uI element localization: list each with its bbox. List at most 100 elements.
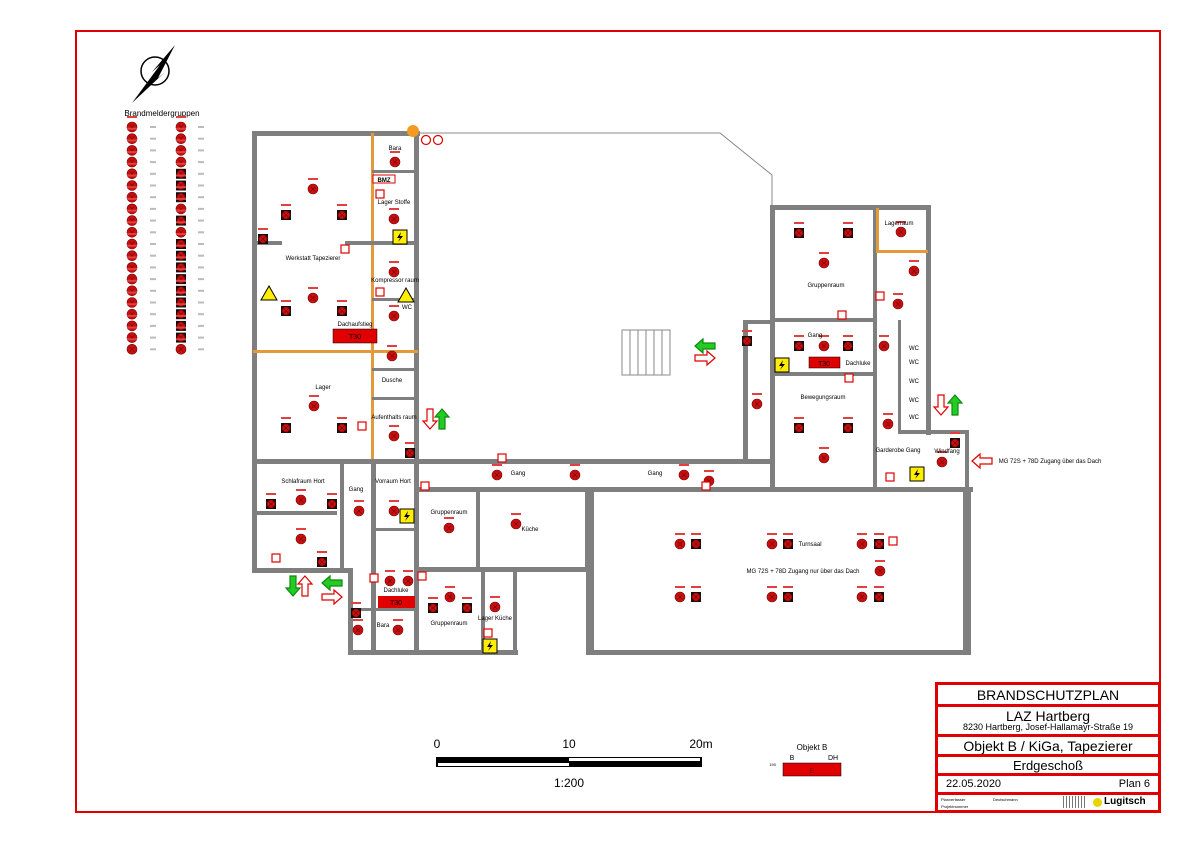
room-label: Dachluke [383,588,409,594]
planverfasser-label: Planverfasser [941,797,966,802]
company-name: Lugitsch [1104,796,1146,807]
site-address: 8230 Hartberg, Josef-Hallamayr-Straße 19 [962,722,1134,732]
fire-door-t30-1: T30 [332,328,378,344]
smoke-detector-icon [462,597,472,613]
alarm-horn-icon [357,421,367,431]
room-label: WC [402,305,413,311]
smoke-detector-icon [878,335,890,352]
manual-call-point-icon [420,134,432,146]
alarm-horn-icon [375,189,385,199]
smoke-detector-icon [691,586,701,602]
scale-ratio: 1:200 [554,776,584,790]
exit-arrow-up-icon [433,408,451,430]
smoke-detector-icon [388,261,400,278]
smoke-detector-icon [766,586,778,603]
smoke-detector-icon [491,464,503,481]
smoke-detector-icon [874,586,884,602]
smoke-detector-icon [266,493,276,509]
lugitsch-logo-icon [1093,798,1102,807]
room-label: Werkstatt Tapezierer [286,256,341,262]
exit-arrow-up-icon [946,394,964,416]
alarm-horn-icon [271,553,281,563]
access-note: MG 72S + 78D Zugang nur über das Dach [747,569,860,575]
room-label: Gruppenraum [430,621,467,627]
smoke-detector-icon [308,395,320,412]
smoke-detector-icon [351,602,361,618]
alarm-horn-icon [844,373,854,383]
smoke-detector-icon [307,178,319,195]
room-label: Gang [808,333,823,339]
room-label: Windfang [934,449,959,455]
smoke-detector-icon [295,528,307,545]
scale-bar: 0 10 20m 1:200 [434,737,713,790]
room-label: Bara [377,623,390,629]
key-safe-icon [407,125,419,137]
electrical-panel-icon [774,357,790,373]
escape-arrows [284,337,993,606]
floor-name: Erdgeschoß [938,757,1158,776]
smoke-detector-icon [388,208,400,225]
smoke-detector-icon [569,464,581,481]
smoke-detector-icon [936,451,948,468]
room-label: WC [909,360,920,366]
smoke-detector-icon [874,533,884,549]
smoke-detector-icon [678,464,690,481]
smoke-detector-icon [281,204,291,220]
smoke-detector-icon [444,586,456,603]
smoke-detector-icon [510,513,522,530]
fire-alarm-logo-icon [132,45,175,103]
electrical-panel-icon [392,229,408,245]
smoke-detector-icon [751,393,763,410]
smoke-detector-icon [892,293,904,310]
planverfasser: Deutschmann [993,797,1018,802]
smoke-detector-icon [874,560,886,577]
manual-call-point-icon [432,134,444,146]
t30-label: T30 [349,334,361,341]
alarm-horn-icon [885,472,895,482]
fire-door-t30-2: T30 [378,596,415,608]
smoke-detector-icon [428,597,438,613]
smoke-detector-icon [327,493,337,509]
bmz-panel: BMZ [372,174,396,184]
scale-tick: 10 [562,737,576,751]
exit-arrow-left-icon [321,574,343,592]
alarm-horn-icon [420,481,430,491]
fire-door-t30-3: T30 [808,356,841,369]
smoke-detector-icon [353,500,365,517]
smoke-detector-icon [337,417,347,433]
room-label: Bara [389,146,402,152]
objekt-level: 190 [769,762,776,767]
alarm-horn-icon [875,291,885,301]
smoke-detector-icon [766,533,778,550]
smoke-detector-icon [402,570,414,587]
room-label: WC [909,346,920,352]
smoke-detector-icon [405,442,415,458]
objekt-legend: Objekt B B DH 190 E [769,743,842,777]
room-label: Lager Stoffe [378,200,411,206]
room-label: WC [909,415,920,421]
scale-tick: 0 [434,737,441,751]
smoke-detector-icon [794,222,804,238]
alarm-horn-icon [369,573,379,583]
smoke-detector-icon [389,151,401,168]
title-heading: BRANDSCHUTZPLAN [938,685,1158,707]
object-name: Objekt B / KiGa, Tapezierer [938,737,1158,757]
smoke-detector-icon [674,586,686,603]
t30-label: T30 [390,600,402,607]
room-label: Schlafraum Hort [281,479,325,485]
alarm-horn-icon [340,244,350,254]
objekt-title: Objekt B [797,743,828,752]
alarm-horn-icon [375,287,385,297]
smoke-detector-icon [337,204,347,220]
room-labels: Bara Lager Stoffe Werkstatt Tapezierer K… [281,146,1101,629]
room-label: Dachluke [845,361,871,367]
objekt-dh-label: DH [828,755,838,762]
smoke-detector-icon [674,533,686,550]
smoke-detector-icon [818,335,830,352]
smoke-detector-icon [281,417,291,433]
smoke-detector-icon [818,447,830,464]
alarm-horn-icon [417,571,427,581]
smoke-detector-icon [384,570,396,587]
title-block: BRANDSCHUTZPLAN LAZ Hartberg 8230 Hartbe… [935,682,1161,813]
date-row: 22.05.2020 Plan 6 [938,776,1158,795]
